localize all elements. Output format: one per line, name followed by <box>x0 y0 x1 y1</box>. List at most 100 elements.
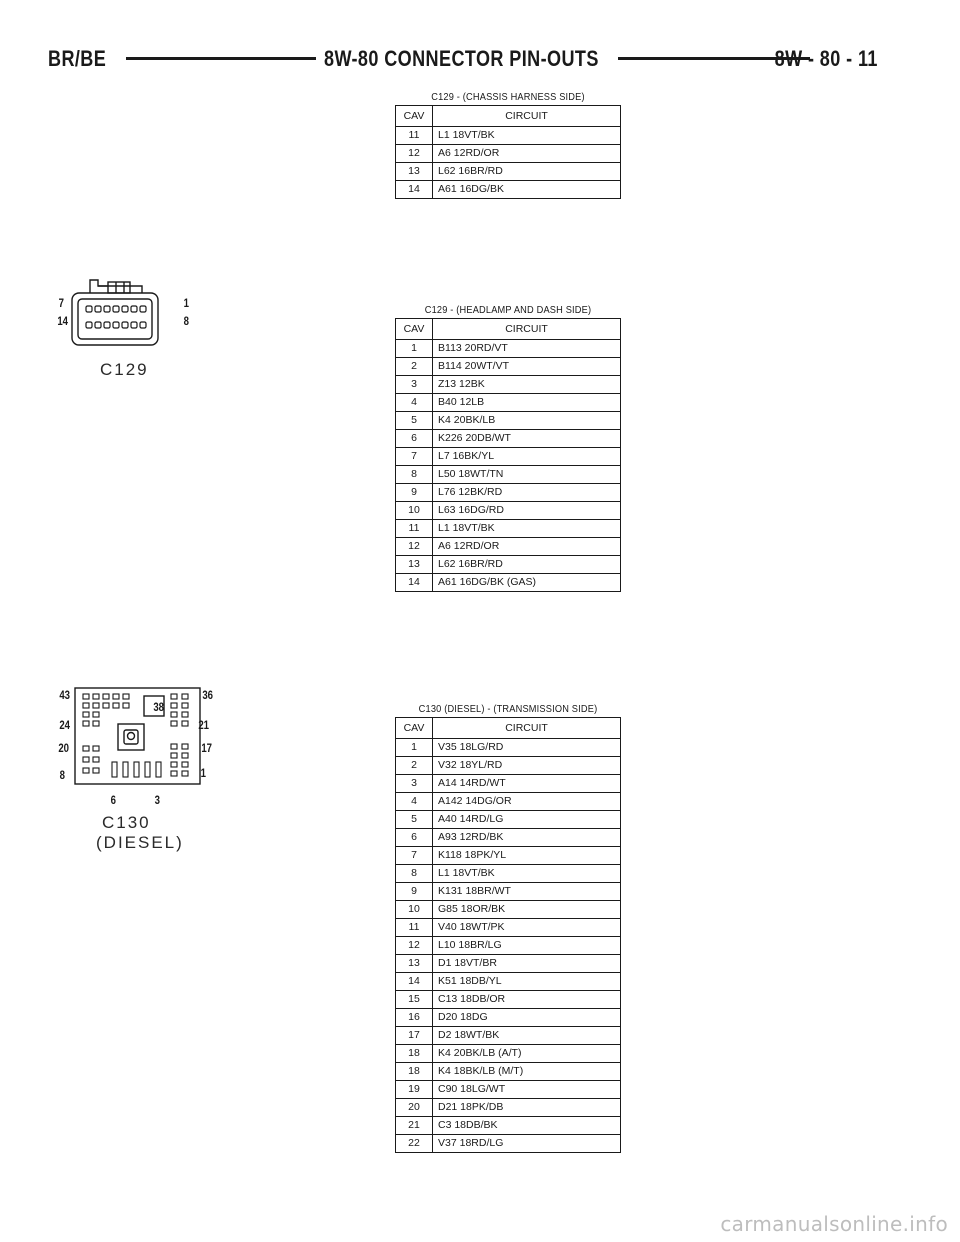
pin-cavity <box>82 720 90 727</box>
cav-cell: 3 <box>395 375 433 394</box>
pin-cavity <box>92 767 100 774</box>
pin-label: 43 <box>59 688 71 702</box>
cav-cell: 16 <box>395 1008 433 1027</box>
cav-cell: 14 <box>395 180 433 199</box>
circuit-cell: L1 18VT/BK <box>432 864 621 883</box>
connector-c130-drawing: 38 43 24 20 8 36 21 17 1 6 3 C130 (DIESE… <box>50 680 230 860</box>
circuit-cell: L1 18VT/BK <box>432 519 621 538</box>
pin-cavity <box>170 720 178 727</box>
pin-cavity <box>139 321 147 329</box>
circuit-cell: B114 20WT/VT <box>432 357 621 376</box>
table-title: C129 - (HEADLAMP AND DASH SIDE) <box>424 304 592 316</box>
pin-label: 24 <box>59 718 71 732</box>
pin-label: 36 <box>202 688 214 702</box>
circuit-cell: A40 14RD/LG <box>432 810 621 829</box>
pin-cavity <box>130 321 138 329</box>
connector-subname: (DIESEL) <box>96 833 184 852</box>
pin-label: 20 <box>58 741 70 755</box>
pin-cavity <box>170 752 178 759</box>
circuit-cell: L7 16BK/YL <box>432 447 621 466</box>
cav-cell: 18 <box>395 1044 433 1063</box>
pin-label: 8 <box>183 314 190 328</box>
pin-cavity <box>121 305 129 313</box>
cav-cell: 5 <box>395 810 433 829</box>
cav-cell: 11 <box>395 918 433 937</box>
connector-c129-drawing: 7 1 14 8 C129 <box>50 268 210 388</box>
cav-cell: 5 <box>395 411 433 430</box>
cav-cell: 14 <box>395 972 433 991</box>
cav-cell: 13 <box>395 555 433 574</box>
cav-cell: 12 <box>395 936 433 955</box>
cav-cell: 8 <box>395 465 433 484</box>
pin-cavity <box>85 321 93 329</box>
cav-cell: 6 <box>395 828 433 847</box>
pin-label: 1 <box>200 766 207 780</box>
circuit-cell: G85 18OR/BK <box>432 900 621 919</box>
pin-cavity <box>94 305 102 313</box>
pin-cavity <box>122 702 130 709</box>
pin-cavity <box>102 693 110 700</box>
pin-cavity <box>92 756 100 763</box>
circuit-header: CIRCUIT <box>432 105 621 127</box>
circuit-cell: K51 18DB/YL <box>432 972 621 991</box>
pin-cavity <box>181 720 189 727</box>
circuit-cell: V37 18RD/LG <box>432 1134 621 1153</box>
cav-cell: 2 <box>395 756 433 775</box>
cav-cell: 10 <box>395 900 433 919</box>
pin-cavity <box>111 761 118 778</box>
header-section-title: 8W-80 CONNECTOR PIN-OUTS <box>324 46 599 71</box>
pin-cavity <box>82 756 90 763</box>
circuit-cell: L1 18VT/BK <box>432 126 621 145</box>
circuit-cell: K4 20BK/LB <box>432 411 621 430</box>
table-title: C130 (DIESEL) - (TRANSMISSION SIDE) <box>418 703 598 715</box>
pin-cavity <box>82 745 90 752</box>
cav-cell: 11 <box>395 126 433 145</box>
pin-label: 17 <box>201 741 213 755</box>
pin-label: 21 <box>198 718 210 732</box>
circuit-cell: C90 18LG/WT <box>432 1080 621 1099</box>
pin-cavity <box>103 305 111 313</box>
cav-header: CAV <box>395 105 433 127</box>
pin-cavity <box>170 702 178 709</box>
circuit-cell: L10 18BR/LG <box>432 936 621 955</box>
pin-cavity <box>92 693 100 700</box>
pin-cavity <box>181 693 189 700</box>
pin-label: 14 <box>57 314 69 328</box>
circuit-cell: C13 18DB/OR <box>432 990 621 1009</box>
circuit-cell: D1 18VT/BR <box>432 954 621 973</box>
pin-cavity <box>85 305 93 313</box>
pin-cavity <box>181 770 189 777</box>
pin-cavity <box>82 767 90 774</box>
circuit-header: CIRCUIT <box>432 318 621 340</box>
pin-cavity <box>102 702 110 709</box>
pin-cavity <box>144 761 151 778</box>
circuit-cell: V35 18LG/RD <box>432 738 621 757</box>
cav-cell: 18 <box>395 1062 433 1081</box>
cav-cell: 1 <box>395 738 433 757</box>
pin-cavity <box>103 321 111 329</box>
pin-cavity <box>170 743 178 750</box>
pin-label: 8 <box>59 768 66 782</box>
